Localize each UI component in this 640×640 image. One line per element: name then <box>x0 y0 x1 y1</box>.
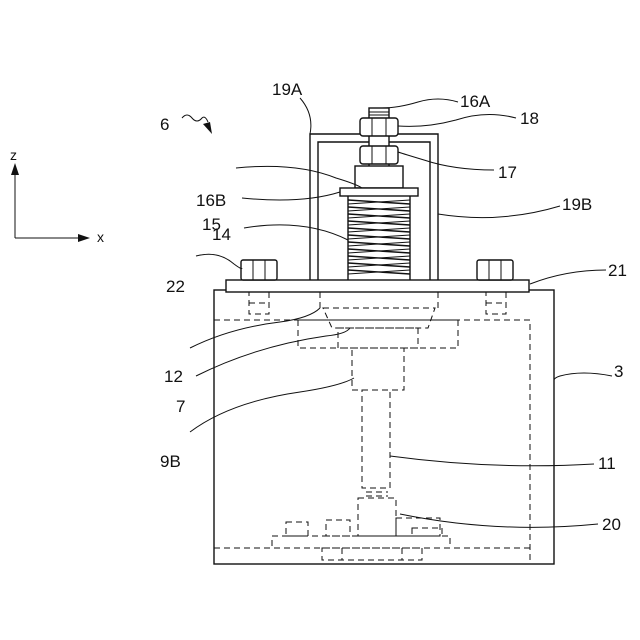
label-7: 7 <box>176 397 185 416</box>
label-22: 22 <box>166 277 185 296</box>
label-3: 3 <box>614 362 623 381</box>
label-16A: 16A <box>460 92 491 111</box>
assembly-wavy-line <box>182 115 208 122</box>
plunger-body <box>352 348 404 390</box>
cap-body <box>355 166 403 188</box>
x-axis-label: x <box>97 229 104 245</box>
leader-16B <box>242 192 340 200</box>
z-axis-arrow-icon <box>11 163 19 175</box>
assembly-label: 6 <box>160 115 169 134</box>
bolt-head-right <box>477 260 513 280</box>
mounting-plate <box>226 280 529 292</box>
label-17: 17 <box>498 163 517 182</box>
spring-cap <box>340 166 418 196</box>
label-19B: 19B <box>562 195 592 214</box>
base-plate <box>272 536 450 548</box>
coordinate-axes: z x <box>10 147 104 245</box>
leader-15 <box>236 166 362 188</box>
leader-11 <box>390 456 594 466</box>
label-16B: 16B <box>196 191 226 210</box>
label-9B: 9B <box>160 452 181 471</box>
label-19A: 19A <box>272 80 303 99</box>
coil-spring <box>348 196 410 280</box>
leader-17 <box>398 152 494 170</box>
leader-16A <box>382 99 458 108</box>
assembly-callout: 6 <box>160 115 212 134</box>
label-14: 14 <box>212 225 231 244</box>
leader-7 <box>196 328 350 376</box>
leader-lines <box>190 98 612 527</box>
leader-19B <box>438 206 560 218</box>
x-axis-arrow-icon <box>78 234 90 242</box>
bolt-head-left <box>241 260 277 280</box>
label-21: 21 <box>608 261 627 280</box>
leader-21 <box>530 270 606 284</box>
housing-outline <box>214 290 554 564</box>
label-20: 20 <box>602 515 621 534</box>
label-11: 11 <box>598 454 616 473</box>
leader-14 <box>244 225 348 240</box>
housing <box>214 290 554 564</box>
inner-chamber-dashed <box>214 320 530 560</box>
label-18: 18 <box>520 109 539 128</box>
leader-22 <box>196 254 242 268</box>
shaft-foot <box>358 498 396 536</box>
nut-upper <box>360 118 398 136</box>
z-axis-label: z <box>10 147 17 163</box>
leader-3 <box>554 373 612 380</box>
leader-18 <box>398 114 516 126</box>
label-12: 12 <box>164 367 183 386</box>
assembly-arrow-icon <box>203 122 212 134</box>
nut-lower <box>360 146 398 164</box>
spring-seat-upper <box>340 188 418 196</box>
piston-head <box>323 308 435 328</box>
leader-20 <box>400 514 598 527</box>
leader-19A <box>300 98 311 134</box>
piston-flange <box>298 320 458 348</box>
shaft <box>362 390 390 488</box>
